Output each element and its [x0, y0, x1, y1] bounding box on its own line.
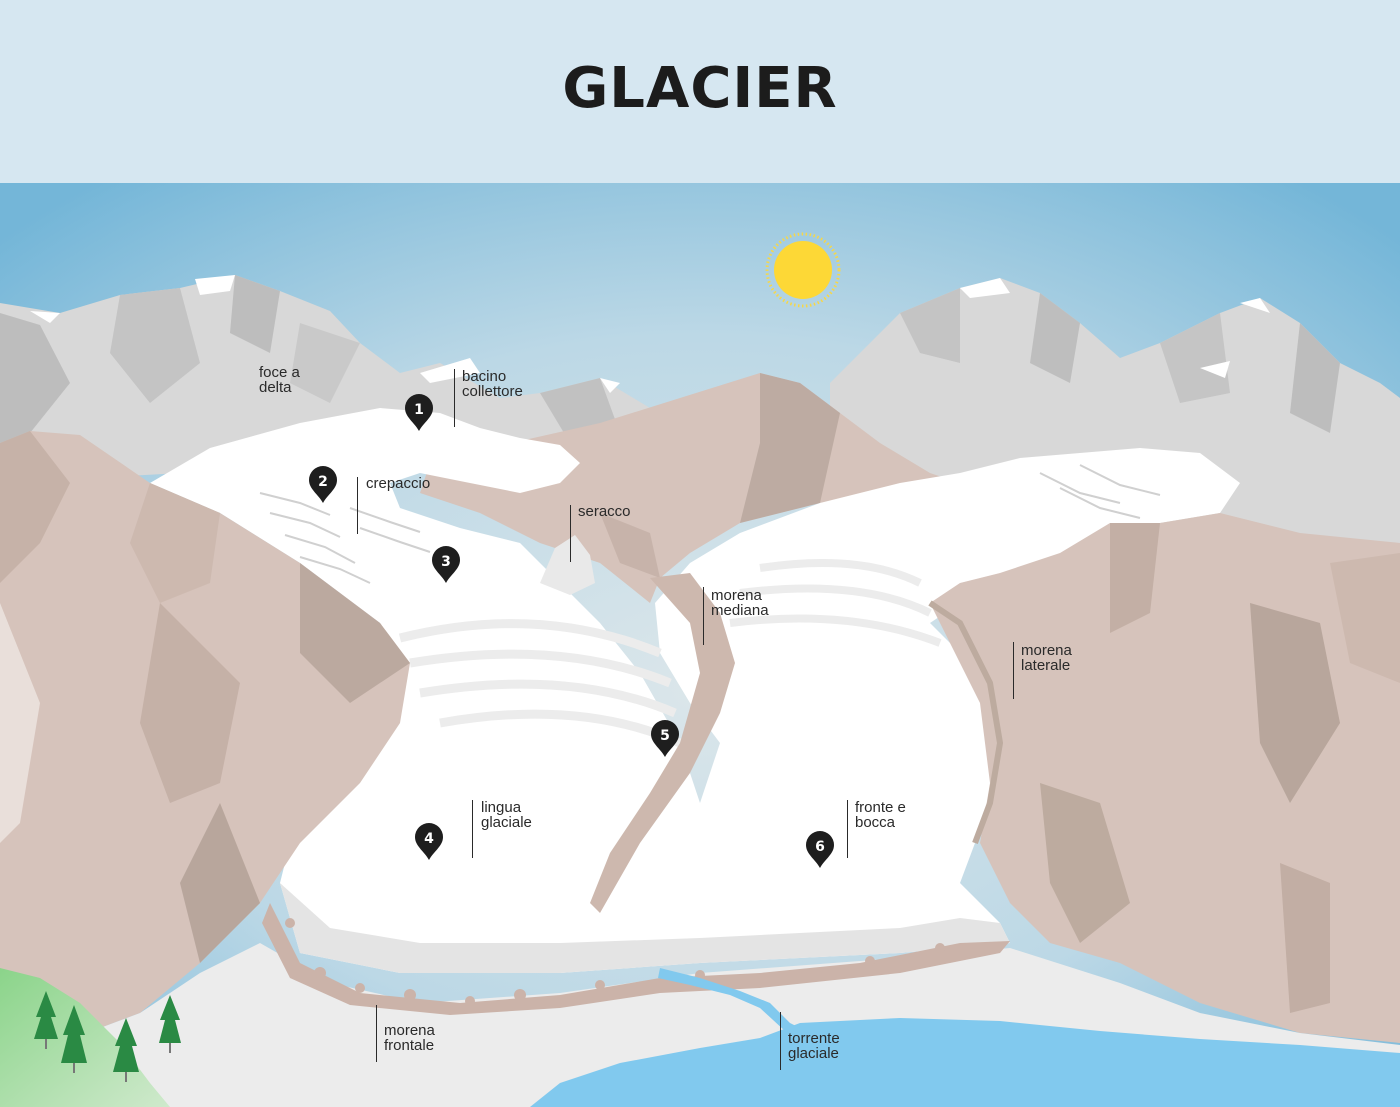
leader-line	[570, 505, 571, 562]
label-line: torrente	[788, 1031, 840, 1046]
label-torrente-glaciale: torrente glaciale	[788, 1031, 840, 1061]
label-morena-laterale: morena laterale	[1021, 643, 1072, 673]
map-pin-icon: 4	[414, 823, 444, 861]
label-fronte-e-bocca: fronte e bocca	[855, 800, 906, 830]
leader-line	[847, 800, 848, 858]
leader-line	[376, 1005, 377, 1062]
label-line: morena	[1021, 643, 1072, 658]
label-line: delta	[259, 380, 300, 395]
marker-number: 5	[660, 728, 670, 744]
label-line: lingua	[481, 800, 532, 815]
leader-line	[454, 369, 455, 427]
diagram-title: GLACIER	[0, 56, 1400, 121]
leader-line	[703, 587, 704, 645]
map-pin-icon: 5	[650, 720, 680, 758]
map-pin-icon: 3	[431, 546, 461, 584]
marker-number: 6	[815, 839, 825, 855]
label-line: bocca	[855, 815, 906, 830]
title-banner: GLACIER	[0, 0, 1400, 183]
label-line: mediana	[711, 603, 769, 618]
label-line: frontale	[384, 1038, 435, 1053]
label-morena-mediana: morena mediana	[711, 588, 769, 618]
label-bacino-collettore: bacino collettore	[462, 369, 523, 399]
label-morena-frontale: morena frontale	[384, 1023, 435, 1053]
label-line: fronte e	[855, 800, 906, 815]
label-line: foce a	[259, 365, 300, 380]
label-line: glaciale	[481, 815, 532, 830]
leader-line	[357, 477, 358, 534]
leader-line	[780, 1012, 781, 1070]
label-crepaccio: crepaccio	[366, 476, 430, 491]
map-pin-icon: 1	[404, 394, 434, 432]
label-lingua-glaciale: lingua glaciale	[481, 800, 532, 830]
glacier-landscape	[0, 183, 1400, 1107]
marker-number: 2	[318, 474, 328, 490]
label-line: crepaccio	[366, 476, 430, 491]
label-line: seracco	[578, 504, 631, 519]
label-line: laterale	[1021, 658, 1072, 673]
label-seracco: seracco	[578, 504, 631, 519]
label-line: glaciale	[788, 1046, 840, 1061]
label-line: collettore	[462, 384, 523, 399]
label-foce-a-delta: foce a delta	[259, 365, 300, 395]
map-pin-icon: 2	[308, 466, 338, 504]
label-line: morena	[384, 1023, 435, 1038]
marker-number: 1	[414, 402, 424, 418]
label-line: morena	[711, 588, 769, 603]
leader-line	[472, 800, 473, 858]
marker-number: 4	[424, 831, 434, 847]
leader-line	[1013, 642, 1014, 699]
label-line: bacino	[462, 369, 523, 384]
marker-number: 3	[441, 554, 451, 570]
map-pin-icon: 6	[805, 831, 835, 869]
